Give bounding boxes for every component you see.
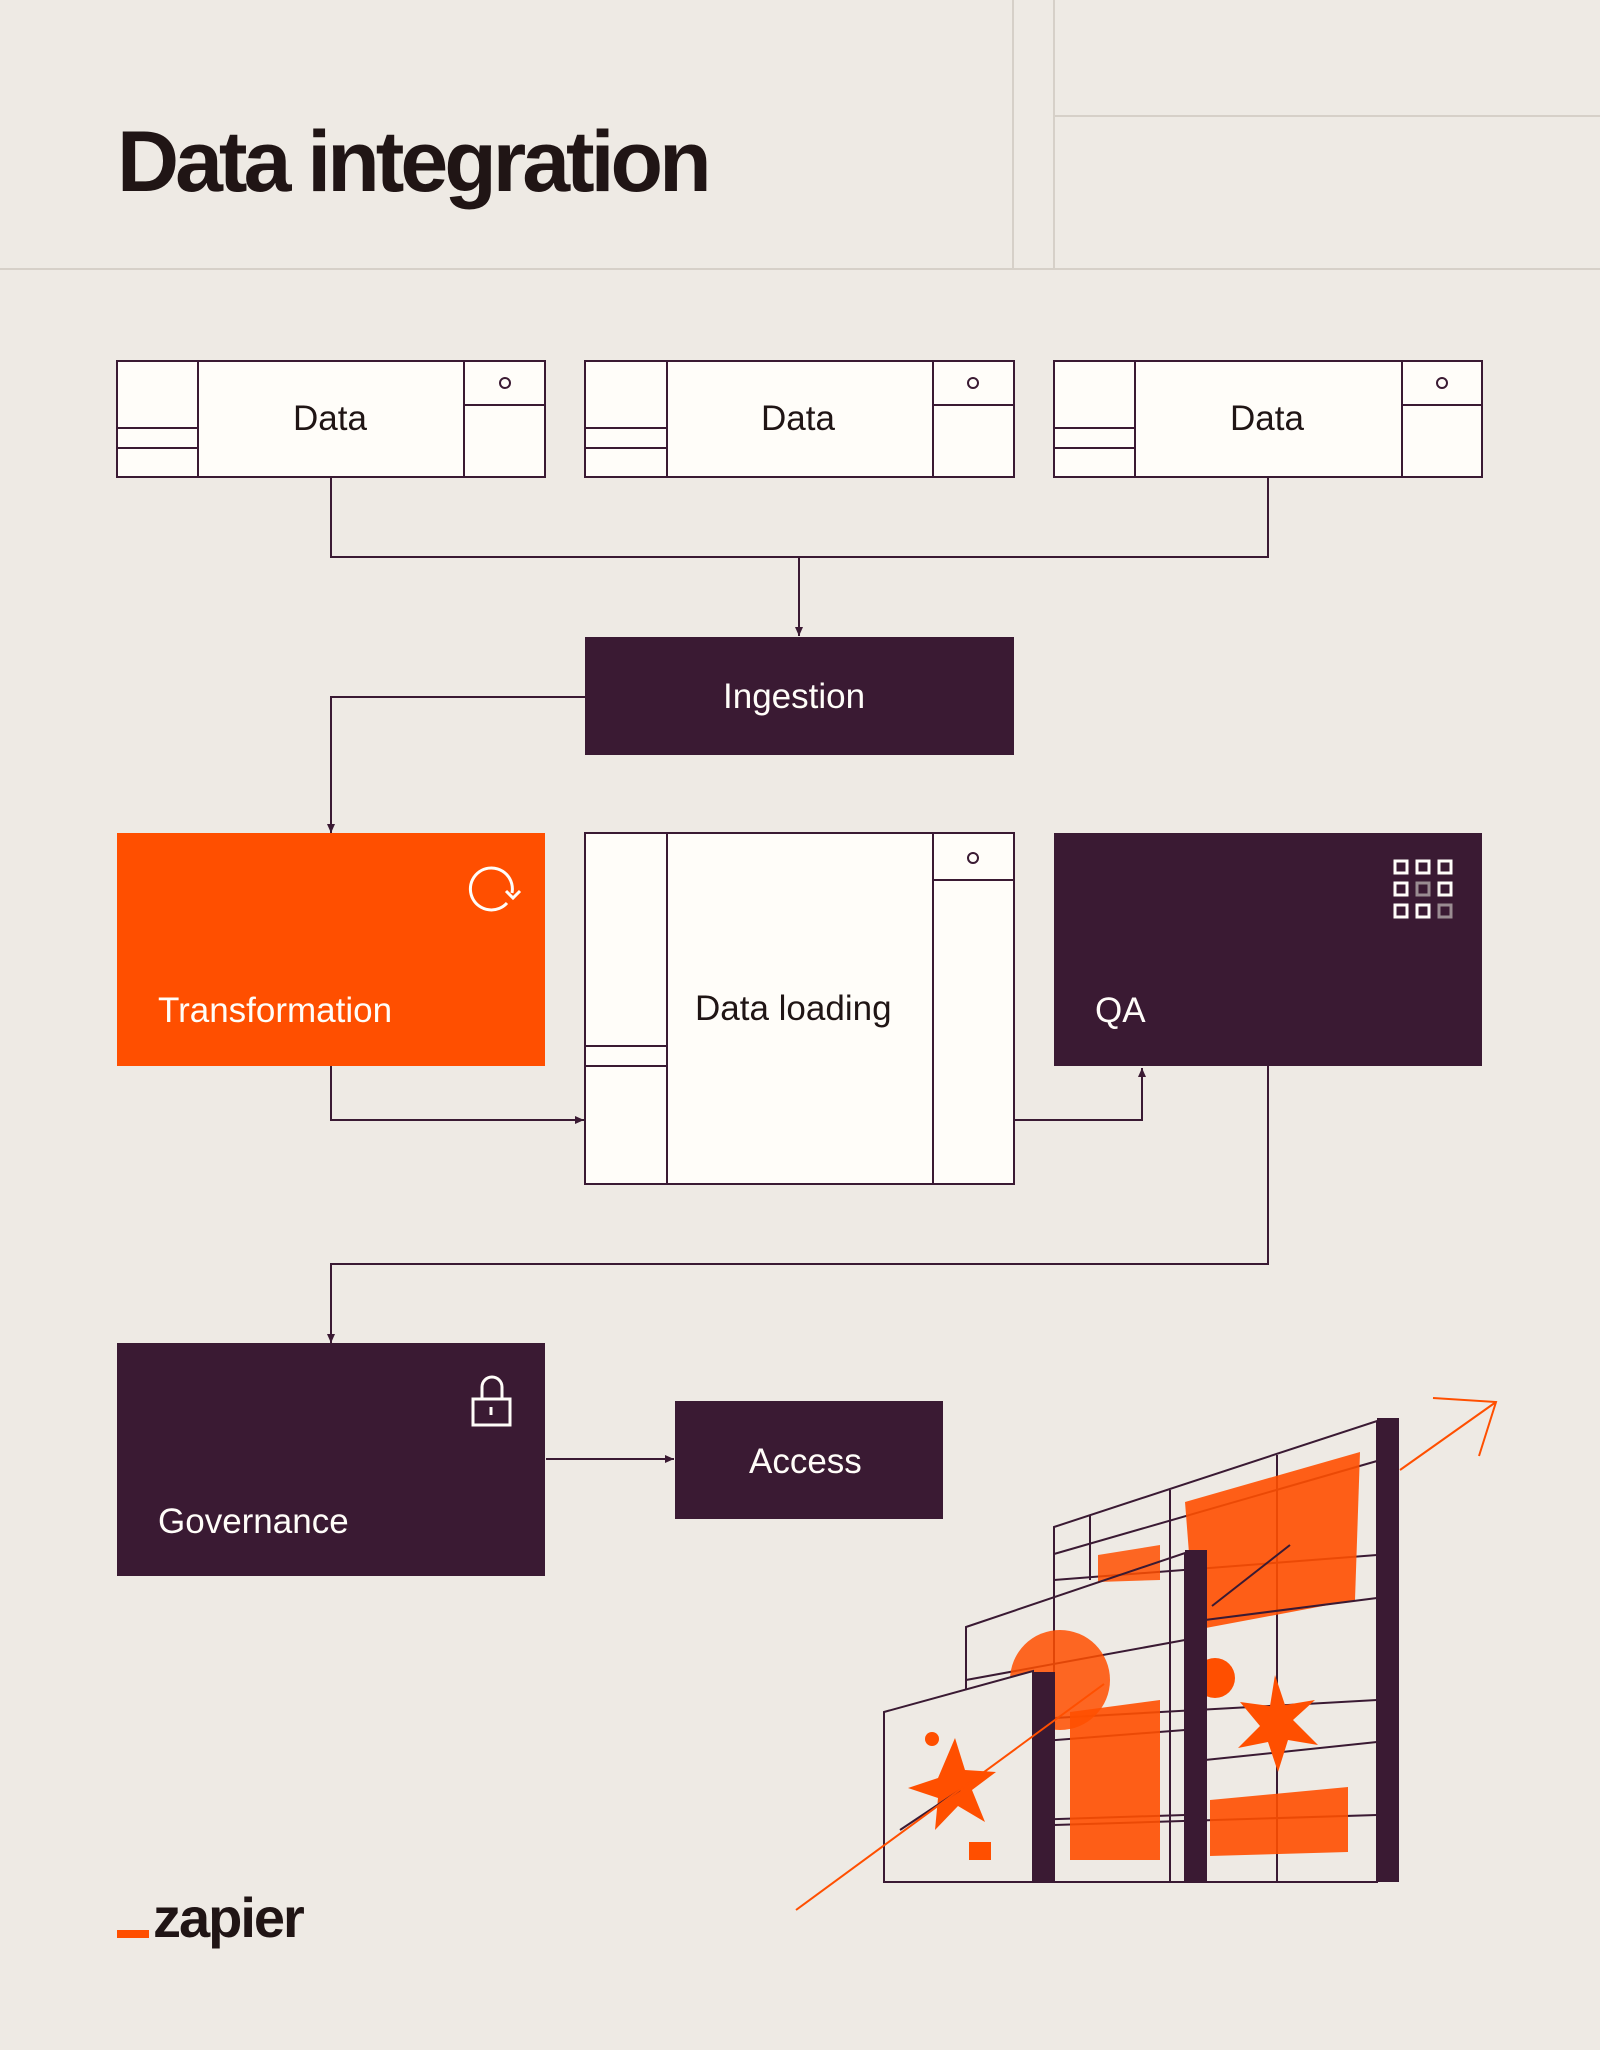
access-box (675, 1401, 943, 1519)
governance-label: Governance (158, 1502, 349, 1541)
data-loading-window (584, 832, 1015, 1185)
connector-sources-merge (330, 477, 1269, 558)
source-1-label: Data (293, 399, 367, 438)
header-divider (0, 268, 1600, 270)
source-3-label: Data (1230, 399, 1304, 438)
source-window-2 (584, 360, 1015, 478)
page-title: Data integration (117, 114, 712, 210)
refresh-icon (468, 866, 522, 912)
logo-wordmark: zapier (153, 1886, 305, 1949)
data-loading-label: Data loading (695, 989, 892, 1028)
zapier-logo: zapier (117, 1886, 305, 1949)
ingestion-box (585, 637, 1014, 755)
header-vline-left (1012, 0, 1014, 268)
header-hline-right (1053, 115, 1600, 117)
access-label: Access (749, 1442, 862, 1481)
connector-qa-governance (327, 1066, 1269, 1343)
ingestion-label: Ingestion (723, 677, 866, 716)
connector-transformation-loading (330, 1066, 584, 1124)
source-2-label: Data (761, 399, 835, 438)
governance-box (117, 1343, 545, 1576)
transformation-label: Transformation (158, 991, 393, 1030)
connector-loading-qa (1014, 1068, 1146, 1121)
qa-box (1054, 833, 1482, 1066)
qa-label: QA (1095, 991, 1146, 1030)
header-vline-right (1053, 0, 1055, 268)
logo-dash (117, 1930, 149, 1938)
growth-building-illustration (795, 1397, 1498, 1911)
source-window-1 (116, 360, 546, 478)
connector-ingestion-transformation (327, 696, 585, 833)
grid-icon (1393, 859, 1453, 919)
lock-icon (471, 1375, 512, 1427)
source-window-3 (1053, 360, 1483, 478)
transformation-box (117, 833, 545, 1066)
